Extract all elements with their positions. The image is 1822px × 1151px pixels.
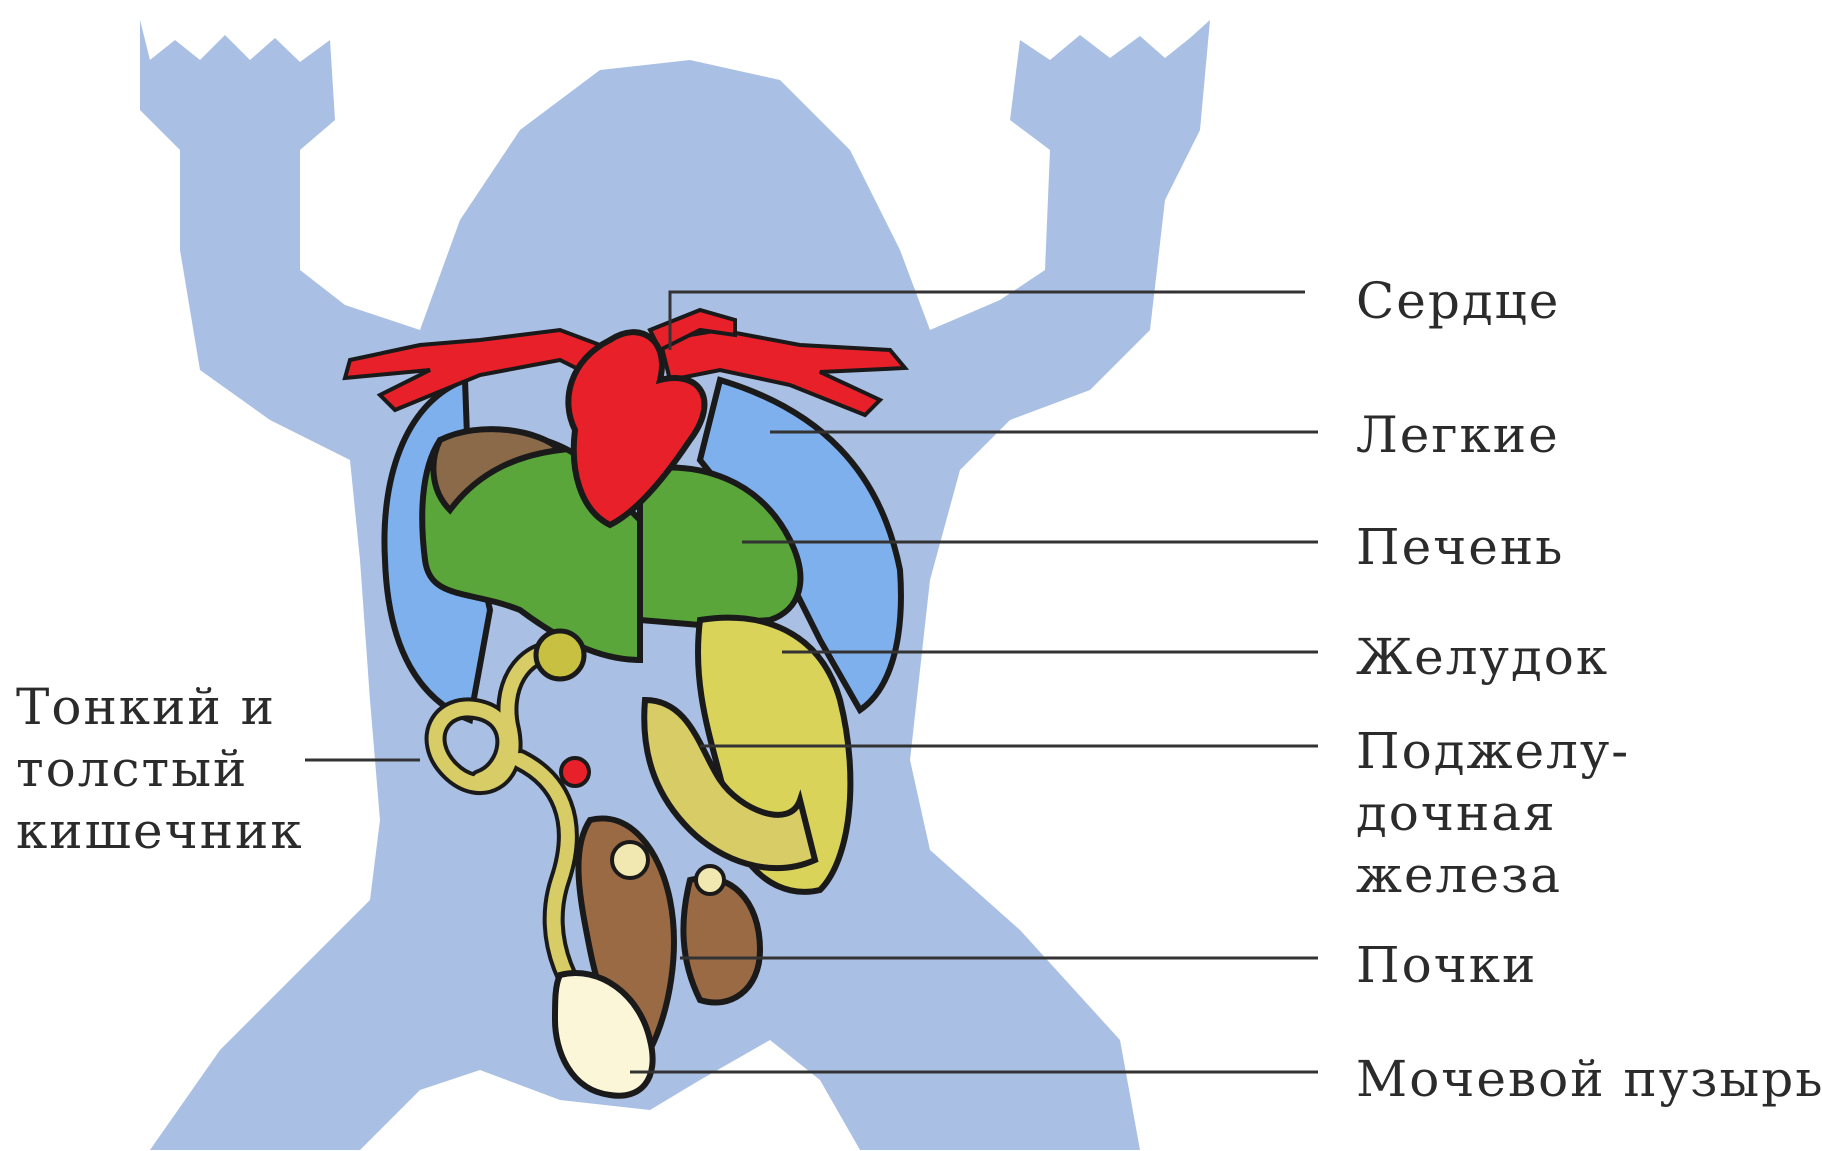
gallbladder-icon [536,631,584,679]
label-bladder: Мочевой пузырь [1356,1048,1822,1110]
gonad-icon-2 [696,866,724,894]
label-lungs: Легкие [1356,404,1560,466]
label-heart: Сердце [1356,270,1560,332]
label-intestine: Тонкий и толстый кишечник [16,676,304,862]
label-kidneys: Почки [1356,934,1537,996]
label-pancreas: Поджелу- дочная железа [1356,720,1630,906]
gonad-icon [612,842,648,878]
spleen-icon [561,758,589,786]
label-liver: Печень [1356,516,1564,578]
label-stomach: Желудок [1356,626,1609,688]
